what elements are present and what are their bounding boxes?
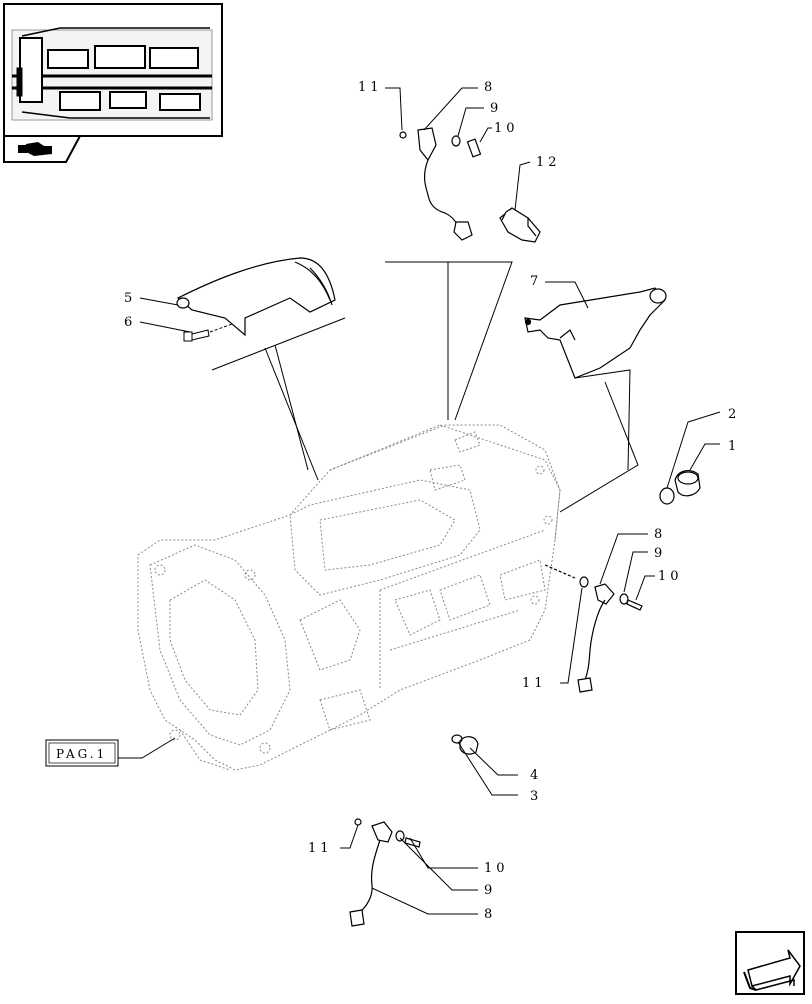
callout-4: 4 bbox=[530, 768, 542, 783]
callout-9-top: 9 bbox=[490, 101, 502, 116]
callout-6: 6 bbox=[124, 315, 136, 330]
next-page-button[interactable] bbox=[735, 931, 805, 995]
speed-sensor-part-8-bottom bbox=[349, 818, 421, 927]
callout-12: 12 bbox=[536, 155, 561, 170]
speed-sensor-part-8-right bbox=[544, 564, 643, 693]
callout-11-top: 11 bbox=[358, 80, 383, 95]
callout-2: 2 bbox=[728, 407, 740, 422]
cover-plate-part-5 bbox=[176, 257, 336, 337]
callout-10-bottom: 10 bbox=[484, 861, 509, 876]
thumbnail-inset[interactable] bbox=[3, 3, 223, 163]
callout-10-top: 10 bbox=[494, 121, 519, 136]
callout-7: 7 bbox=[530, 274, 542, 289]
assembly-leader-lines bbox=[211, 261, 639, 513]
bolt-part-6 bbox=[183, 323, 233, 342]
callout-3: 3 bbox=[530, 789, 542, 804]
plug-part-1 bbox=[674, 470, 701, 497]
pointing-hand-icon bbox=[18, 142, 52, 156]
callout-leaders bbox=[118, 87, 721, 915]
page-reference-label: PAG.1 bbox=[56, 747, 107, 761]
callout-11-bottom: 11 bbox=[308, 841, 333, 856]
callout-9-bottom: 9 bbox=[484, 883, 496, 898]
callout-5: 5 bbox=[124, 291, 136, 306]
o-ring-part-2 bbox=[659, 487, 675, 505]
callout-1: 1 bbox=[728, 439, 740, 454]
gearbox-section-thumbnail bbox=[11, 27, 213, 121]
sensor-part-12 bbox=[499, 207, 541, 243]
transmission-housing bbox=[137, 424, 561, 771]
plug-part-4 bbox=[459, 736, 479, 755]
callout-11-right: 11 bbox=[522, 676, 547, 691]
speed-sensor-part-8-top bbox=[399, 127, 482, 241]
callout-10-right: 10 bbox=[658, 569, 683, 584]
cover-plate-part-7 bbox=[524, 287, 667, 379]
callout-8-right: 8 bbox=[654, 527, 666, 542]
washer-part-3 bbox=[451, 734, 463, 744]
page-reference-link[interactable]: PAG.1 bbox=[45, 739, 119, 767]
callout-9-right: 9 bbox=[654, 546, 666, 561]
next-page-arrow-icon bbox=[743, 949, 801, 991]
callout-8-top: 8 bbox=[484, 80, 496, 95]
callout-8-bottom: 8 bbox=[484, 907, 496, 922]
